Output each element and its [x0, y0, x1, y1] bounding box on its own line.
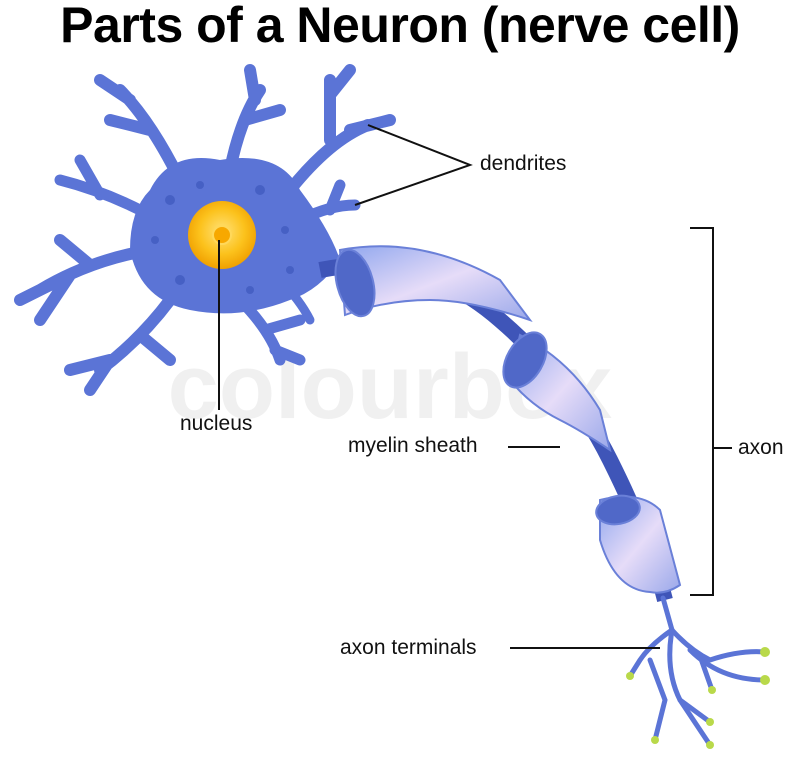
label-dendrites: dendrites — [480, 152, 567, 175]
axon-terminal-tips — [626, 647, 770, 749]
myelin-sheath-segments — [334, 245, 682, 594]
label-axon-terminals: axon terminals — [340, 636, 477, 659]
label-axon: axon — [738, 436, 784, 459]
leader-lines — [218, 124, 732, 649]
cell-spots — [151, 181, 294, 294]
label-myelin-sheath: myelin sheath — [348, 434, 478, 457]
label-nucleus: nucleus — [180, 412, 253, 435]
axon-terminal-branches — [627, 595, 768, 748]
diagram-title: Parts of a Neuron (nerve cell) — [60, 0, 740, 53]
